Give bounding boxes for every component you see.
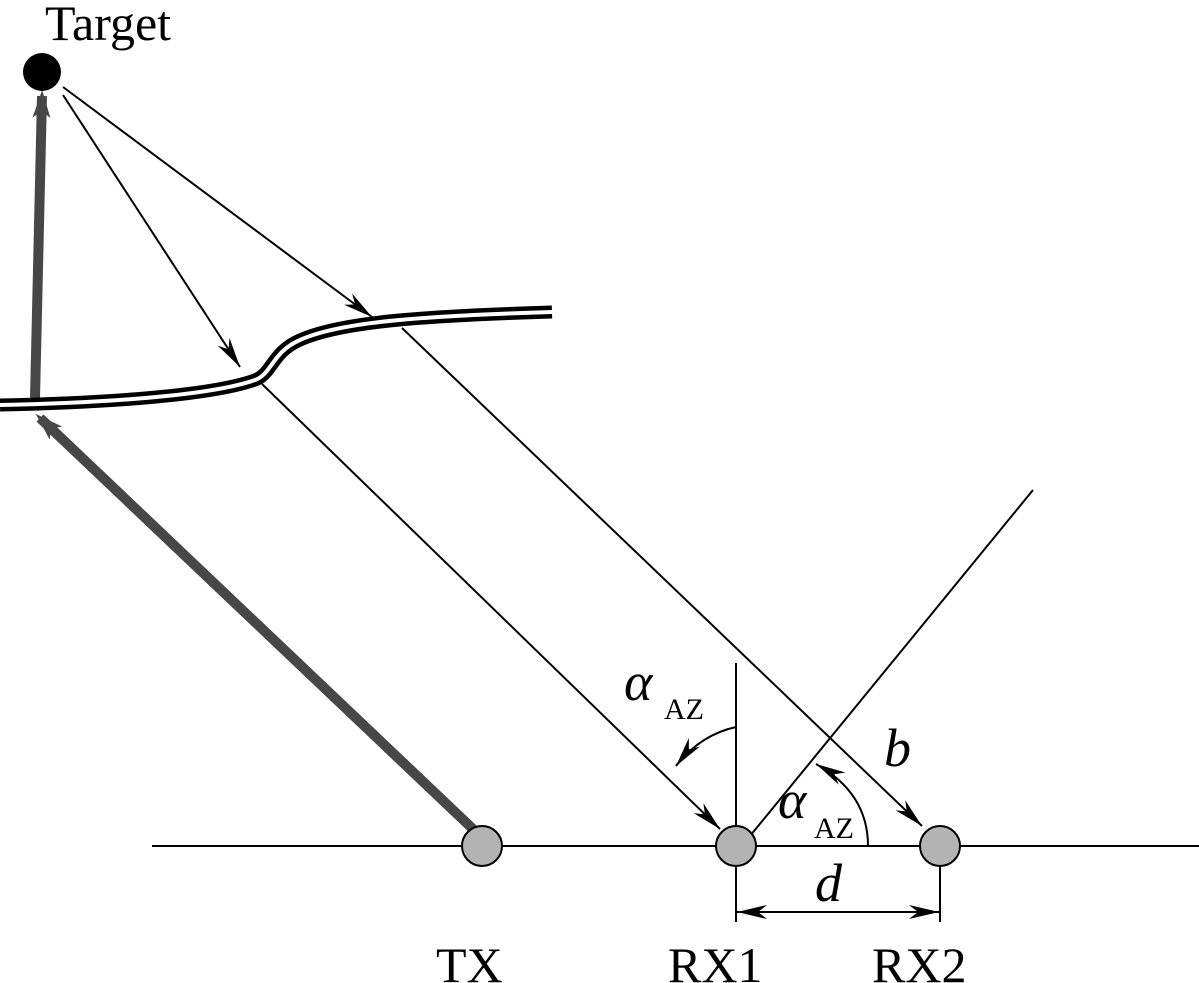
alpha-az-right-subscript: AZ xyxy=(814,812,854,845)
alpha-az-left-subscript: AZ xyxy=(664,693,704,726)
b-label: b xyxy=(884,718,911,778)
angle-arc-left xyxy=(675,726,737,767)
target-label: Target xyxy=(45,0,171,51)
tx-label: TX xyxy=(436,937,503,983)
alpha-az-left-symbol: α xyxy=(624,652,654,712)
tx-to-ground-path xyxy=(35,413,478,834)
rx1-label: RX1 xyxy=(668,937,762,983)
ray-interface-to-rx1 xyxy=(261,383,721,830)
rx2-label: RX2 xyxy=(872,937,966,983)
rx1-tilted-line xyxy=(749,489,1034,837)
d-label: d xyxy=(815,853,843,913)
target-node xyxy=(23,53,61,91)
ray-target-to-interface-2 xyxy=(62,86,373,318)
ray-target-to-interface-1 xyxy=(62,94,241,368)
rx1-node xyxy=(715,825,757,867)
angle-arc-right xyxy=(815,763,869,847)
rx2-node xyxy=(919,825,961,867)
tx-node xyxy=(461,825,503,867)
ground-to-target-path xyxy=(30,90,51,399)
ray-interface-to-rx2 xyxy=(401,327,923,827)
alpha-az-right-symbol: α xyxy=(778,770,808,830)
